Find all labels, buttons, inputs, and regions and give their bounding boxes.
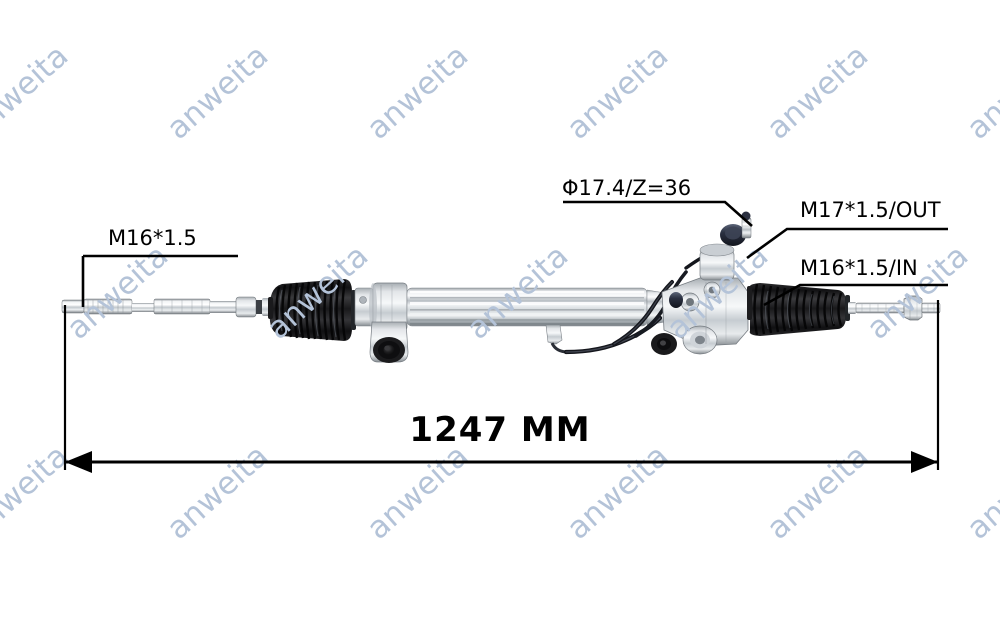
label-pinion: Φ17.4/Z=36 bbox=[562, 176, 692, 200]
leader-pinion bbox=[563, 200, 753, 227]
label-left-thread: M16*1.5 bbox=[108, 226, 197, 250]
dimension-overall-length bbox=[63, 300, 940, 473]
pinion-valve-housing bbox=[651, 211, 752, 355]
label-overall-length: 1247 MM bbox=[409, 410, 591, 450]
leader-port-in bbox=[763, 283, 948, 307]
rack-housing-collar bbox=[354, 282, 408, 332]
leader-port-out bbox=[746, 227, 948, 260]
label-port-in: M16*1.5/IN bbox=[800, 256, 918, 280]
left-bellows-boot bbox=[268, 279, 356, 341]
right-bellows-boot bbox=[747, 283, 850, 336]
left-arrowhead bbox=[65, 451, 92, 473]
label-port-out: M17*1.5/OUT bbox=[800, 198, 941, 222]
leader-left-thread bbox=[81, 254, 238, 307]
right-tie-rod bbox=[848, 295, 941, 321]
mounting-bracket bbox=[369, 321, 409, 363]
right-arrowhead bbox=[911, 451, 938, 473]
